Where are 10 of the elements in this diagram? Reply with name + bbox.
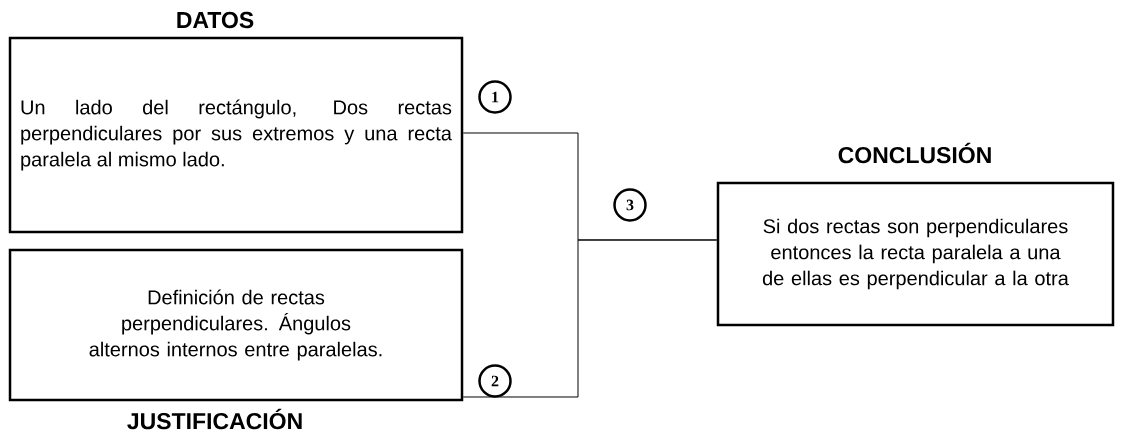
heading: DATOS — [177, 11, 254, 29]
connector-line — [462, 239, 718, 398]
heading: CONCLUSIÓN — [838, 142, 991, 164]
callout-number: 1 — [478, 80, 512, 114]
callout-number: 3 — [613, 188, 647, 222]
text-box: Definición de rectas perpendiculares. Ángulos alternos internos entre paralelas. — [8, 248, 464, 402]
text-box: Un lado del rectángulo, Dos rectas perpendiculares por sus extremos y una recta paralela al mismo lado. — [8, 36, 464, 234]
heading: JUSTIFICACIÓN — [127, 408, 302, 430]
text-box: Si dos rectas son perpendiculares entonces la recta paralela a una de ellas es perpendicular a la otra — [716, 181, 1115, 327]
callout-number: 2 — [478, 364, 512, 398]
